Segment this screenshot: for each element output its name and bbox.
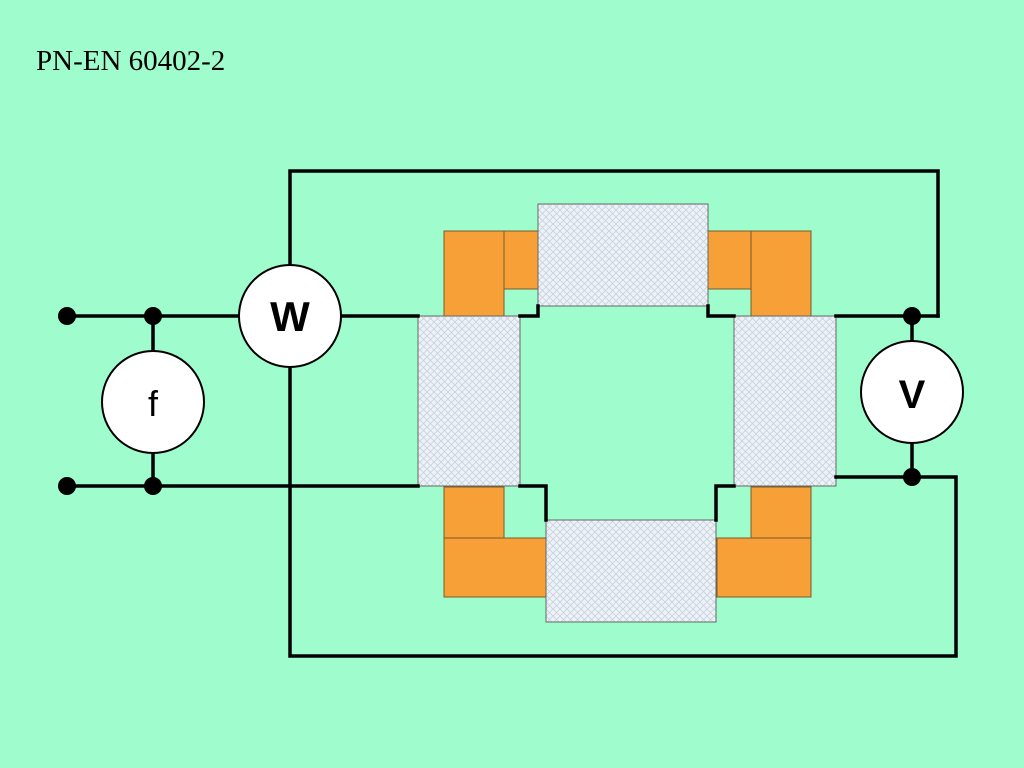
junction-dots bbox=[58, 307, 921, 495]
yoke-top-right-outer bbox=[750, 230, 812, 317]
wire-join-top-right bbox=[706, 304, 736, 318]
frequency-meter: f bbox=[101, 350, 205, 454]
wattmeter-circle bbox=[238, 264, 342, 368]
slide-title: PN-EN 60402-2 bbox=[36, 45, 226, 77]
junction-frequency-top bbox=[144, 307, 162, 325]
voltmeter-label: V bbox=[899, 373, 926, 417]
terminal-input-bottom bbox=[58, 477, 76, 495]
wire-join-bottom-right bbox=[714, 484, 736, 522]
wire-outer-loop-top bbox=[288, 169, 940, 318]
voltmeter: V bbox=[860, 340, 964, 444]
wattmeter: W bbox=[238, 264, 342, 368]
specimen-strips bbox=[417, 203, 837, 623]
junction-frequency-bottom bbox=[144, 477, 162, 495]
yoke-blocks bbox=[443, 230, 812, 598]
frequency-meter-circle bbox=[101, 350, 205, 454]
junction-voltmeter-top bbox=[903, 307, 921, 325]
junction-voltmeter-bottom bbox=[903, 468, 921, 486]
wire-join-top-left bbox=[518, 304, 540, 318]
yoke-bottom-left-horizontal bbox=[443, 537, 547, 598]
specimen-strip-left bbox=[417, 315, 521, 487]
yoke-top-left-outer bbox=[443, 230, 505, 317]
yoke-bottom-right-vertical bbox=[750, 486, 812, 539]
specimen-strip-bottom bbox=[545, 519, 717, 623]
yoke-top-right-inner bbox=[707, 230, 752, 290]
voltmeter-circle bbox=[860, 340, 964, 444]
terminal-input-top bbox=[58, 307, 76, 325]
yoke-bottom-right-horizontal bbox=[716, 537, 812, 598]
wattmeter-label: W bbox=[270, 293, 310, 340]
specimen-strip-top bbox=[537, 203, 709, 307]
wire-join-bottom-left bbox=[518, 484, 548, 522]
yoke-bottom-left-vertical bbox=[443, 486, 505, 539]
specimen-strip-right bbox=[733, 315, 837, 487]
frequency-meter-label: f bbox=[148, 383, 159, 424]
yoke-top-left-inner bbox=[503, 230, 539, 290]
